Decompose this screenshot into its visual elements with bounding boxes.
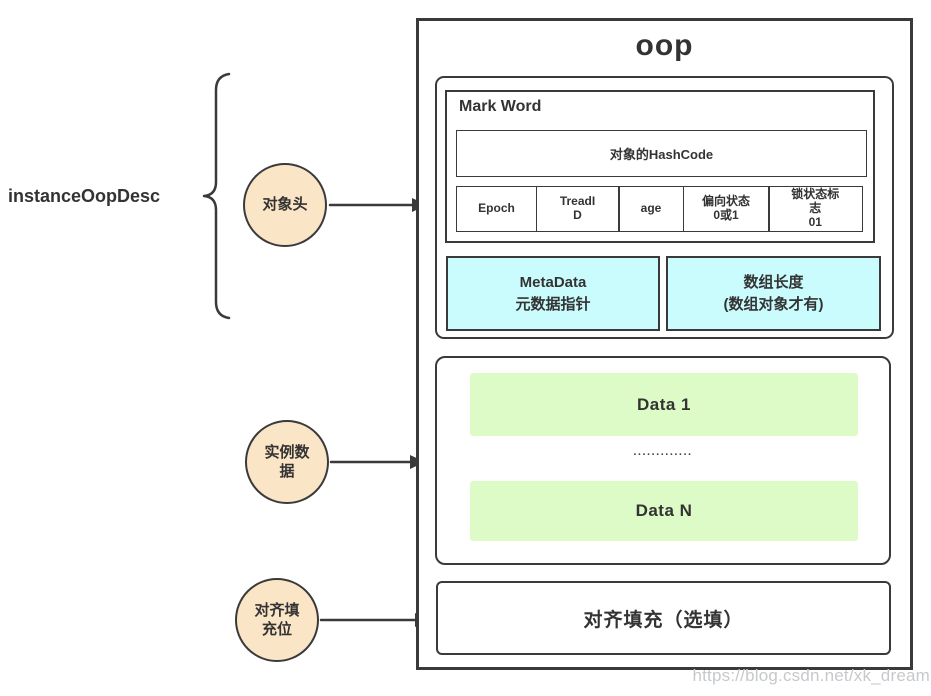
hashcode-label: 对象的HashCode (609, 147, 714, 162)
data-n-label: Data N (635, 501, 693, 520)
mark-word-label: Mark Word (459, 98, 542, 115)
metadata-pointer-label: MetaData 元数据指针 (515, 273, 591, 313)
watermark: https://blog.csdn.net/xk_dream (692, 666, 930, 685)
data-n-box: Data N (470, 481, 858, 541)
data-1-box: Data 1 (470, 373, 858, 436)
padding-node-label: 对齐填 充位 (254, 601, 300, 639)
cell-thread-id: TreadI D (535, 186, 620, 232)
align-padding-label: 对齐填充（选填） (583, 609, 744, 631)
object-header-node: 对象头 (243, 163, 327, 247)
mark-word-cells-row: Epoch TreadI D age 偏向状态 0或1 锁状态标 志 01 (456, 186, 867, 232)
align-padding-section: 对齐填充（选填） (436, 581, 891, 655)
ellipsis-dots: ............. (633, 446, 693, 458)
instance-data-section: Data 1 ............. Data N (435, 356, 891, 565)
cell-age: age (618, 186, 684, 232)
hashcode-box: 对象的HashCode (456, 130, 867, 177)
cell-lock-flag: 锁状态标 志 01 (768, 186, 863, 232)
oop-container: oop Mark Word 对象的HashCode Epoch TreadI D… (416, 18, 913, 670)
instance-data-node-label: 实例数 据 (264, 443, 310, 481)
cell-age-label: age (640, 201, 662, 216)
cell-bias-state-label: 偏向状态 0或1 (701, 194, 750, 222)
meta-row: MetaData 元数据指针 数组长度 (数组对象才有) (446, 256, 892, 331)
object-header-section: Mark Word 对象的HashCode Epoch TreadI D age… (435, 76, 894, 339)
data-1-label: Data 1 (636, 394, 692, 414)
cell-bias-state: 偏向状态 0或1 (682, 186, 770, 232)
array-length-box: 数组长度 (数组对象才有) (666, 256, 881, 331)
cell-epoch-label: Epoch (478, 201, 515, 216)
oop-title: oop (635, 29, 694, 62)
cell-thread-id-label: TreadI D (559, 194, 596, 222)
array-length-label: 数组长度 (数组对象才有) (723, 273, 824, 313)
mark-word-box: Mark Word 对象的HashCode Epoch TreadI D age… (445, 90, 875, 243)
instance-data-node: 实例数 据 (245, 420, 329, 504)
cell-lock-flag-label: 锁状态标 志 01 (791, 187, 840, 229)
cell-epoch: Epoch (456, 186, 537, 232)
padding-node: 对齐填 充位 (235, 578, 319, 662)
metadata-pointer-box: MetaData 元数据指针 (446, 256, 660, 331)
curly-brace (202, 72, 231, 320)
instance-oop-desc-label: instanceOopDesc (8, 186, 161, 206)
object-header-node-label: 对象头 (262, 196, 308, 214)
